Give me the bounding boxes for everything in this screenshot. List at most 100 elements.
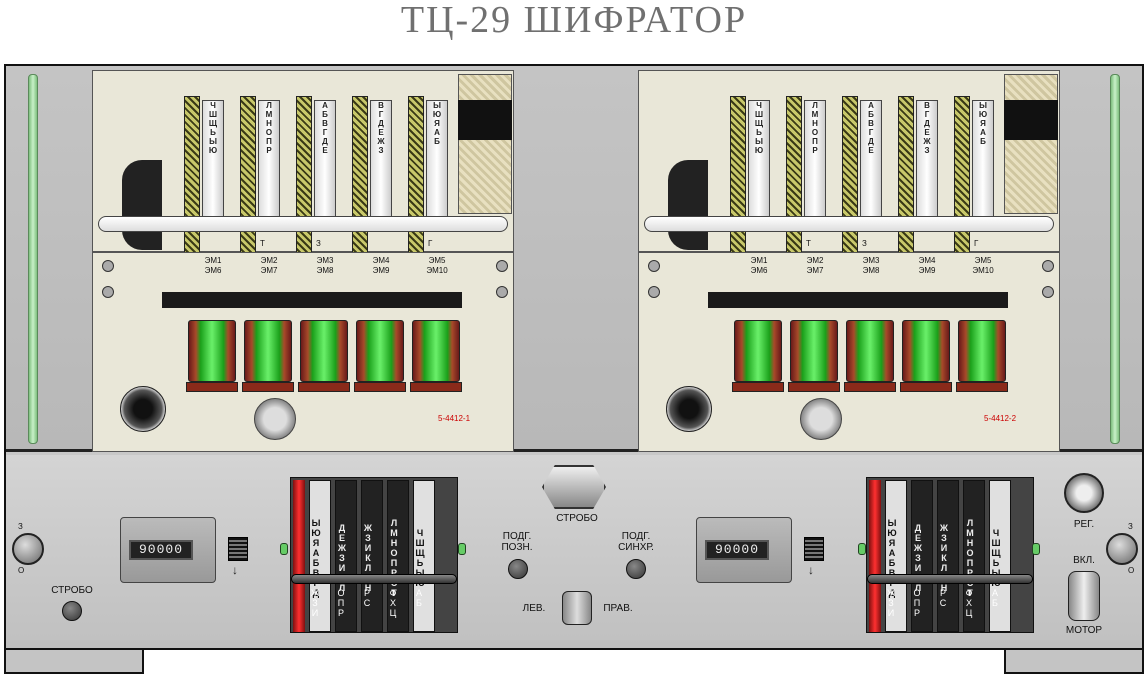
wheel-lower-text: РС: [938, 588, 948, 608]
strobe-adjust-knob-left[interactable]: [12, 533, 44, 565]
plate-number: 5-4412-1: [438, 414, 471, 423]
drum-2: ЛМНОПР: [804, 100, 826, 218]
wheel-lower-text: ЖЗИ: [886, 588, 896, 618]
encoder-unit-left: ЧШЩЬЫЮ ЛМНОПР АБВГДЕ ВГДЕЖЗ ЫЮЯАБ Т З Г …: [92, 70, 514, 452]
wheel-lower-text: ОПР: [912, 588, 922, 618]
red-wheel: [293, 480, 305, 632]
drum-3: АБВГДЕ: [314, 100, 336, 218]
code-wheel[interactable]: ЫЮЯАБВГД: [885, 480, 907, 632]
solenoid-coil-5: [958, 320, 1006, 382]
shutter-block: [458, 100, 512, 140]
wheel-lower-text: ЖЗИ: [310, 588, 320, 618]
code-wheel[interactable]: ЛМНОПРСТ: [963, 480, 985, 632]
ventilation-grille: [458, 74, 512, 214]
upper-mechanism-panel: ЧШЩЬЫЮ ЛМНОПР АБВГДЕ ВГДЕЖЗ ЫЮЯАБ Т З Г …: [6, 66, 1142, 452]
code-wheel[interactable]: ЖЗИКЛМН: [361, 480, 383, 632]
code-wheel[interactable]: ЧШЩЬЫЮ: [989, 480, 1011, 632]
drive-wheel: [122, 160, 162, 250]
reg-gear-knob[interactable]: [1064, 473, 1104, 513]
knob-mark-bottom: О: [1128, 566, 1135, 575]
lev-label: ЛЕВ.: [522, 603, 546, 614]
drum-5: ЫЮЯАБ: [972, 100, 994, 218]
code-wheels-left: ЫЮЯАБВГД ДЕЖЗИКЛ ЖЗИКЛМН ЛМНОПРСТ ЧШЩЬЫЮ…: [290, 477, 458, 633]
podg-sinhr-lamp[interactable]: [626, 559, 646, 579]
counter-right-reset-knob[interactable]: [804, 537, 824, 561]
wheelstack-left-knob-right[interactable]: [458, 543, 466, 555]
code-wheel[interactable]: ДЕЖЗИКЛ: [911, 480, 933, 632]
wheel-axle: [867, 574, 1033, 584]
wheelstack-right-knob[interactable]: [858, 543, 866, 555]
wheel-lower-text: АБ: [990, 588, 1000, 608]
motor-label: МОТОР: [1065, 625, 1103, 636]
motor-toggle[interactable]: [1068, 571, 1100, 621]
counter-right-display: 90000: [705, 540, 769, 560]
knob-mark-top: З: [1128, 522, 1133, 531]
ventilation-grille: [1004, 74, 1058, 214]
strobe-left-label: СТРОБО: [51, 585, 93, 596]
cam-disc: [120, 386, 166, 432]
drum-2: ЛМНОПР: [258, 100, 280, 218]
drive-wheel: [668, 160, 708, 250]
bottom-letter: Т: [260, 239, 265, 248]
arrow-down-icon: ↓: [808, 563, 814, 577]
page-title: ТЦ-29 ШИФРАТОР: [400, 0, 748, 41]
screw: [1042, 260, 1054, 272]
horizontal-bar: [644, 216, 1054, 232]
drum-4: ВГДЕЖЗ: [916, 100, 938, 218]
drum-1: ЧШЩЬЫЮ: [748, 100, 770, 218]
screw: [496, 260, 508, 272]
strobe-adjust-knob-right[interactable]: [1106, 533, 1138, 565]
bottom-letter: Г: [974, 239, 979, 248]
wheel-axle: [291, 574, 457, 584]
screw: [1042, 286, 1054, 298]
drum-1: ЧШЩЬЫЮ: [202, 100, 224, 218]
drum-4: ВГДЕЖЗ: [370, 100, 392, 218]
wheel-lower-text: ФХЦ: [964, 588, 974, 618]
wheelstack-right-knob-right[interactable]: [1032, 543, 1040, 555]
reg-label: РЕГ.: [1073, 519, 1095, 530]
wheel-lower-text: АБ: [414, 588, 424, 608]
strobe-meter-label: СТРОБО: [556, 513, 598, 524]
code-wheels-right: ЫЮЯАБВГД ДЕЖЗИКЛ ЖЗИКЛМН ЛМНОПРСТ ЧШЩЬЫЮ…: [866, 477, 1034, 633]
wheel-lower-text: ФХЦ: [388, 588, 398, 618]
code-wheel[interactable]: ЖЗИКЛМН: [937, 480, 959, 632]
bottom-letter: З: [316, 239, 321, 248]
device-frame: ЧШЩЬЫЮ ЛМНОПР АБВГДЕ ВГДЕЖЗ ЫЮЯАБ Т З Г …: [4, 64, 1144, 650]
red-wheel: [869, 480, 881, 632]
podg-pozn-lamp[interactable]: [508, 559, 528, 579]
solenoid-coil-2: [790, 320, 838, 382]
arrow-down-icon: ↓: [232, 563, 238, 577]
code-wheel[interactable]: ДЕЖЗИКЛ: [335, 480, 357, 632]
solenoid-coil-5: [412, 320, 460, 382]
solenoid-coil-4: [356, 320, 404, 382]
solenoid-coil-3: [846, 320, 894, 382]
wheel-lower-text: РС: [362, 588, 372, 608]
screw: [102, 286, 114, 298]
code-wheel[interactable]: ЫЮЯАБВГД: [309, 480, 331, 632]
armature-bar: [708, 292, 1008, 308]
code-wheel[interactable]: ЛМНОПРСТ: [387, 480, 409, 632]
foot-right: [1004, 650, 1144, 674]
armature-bar: [162, 292, 462, 308]
screw: [648, 286, 660, 298]
counter-left: 90000: [120, 517, 216, 583]
podg-pozn-label: ПОДГ. ПОЗН.: [501, 531, 533, 553]
bottom-letter: З: [862, 239, 867, 248]
solenoid-coil-3: [300, 320, 348, 382]
solenoid-coil-4: [902, 320, 950, 382]
cam-disc: [666, 386, 712, 432]
counter-left-reset-knob[interactable]: [228, 537, 248, 561]
plate-number: 5-4412-2: [984, 414, 1017, 423]
lev-prav-toggle[interactable]: [562, 591, 592, 625]
strobe-meter: [542, 465, 606, 509]
knob-mark-bottom: О: [18, 566, 25, 575]
counter-left-display: 90000: [129, 540, 193, 560]
wheel-lower-text: ОПР: [336, 588, 346, 618]
foot-left: [4, 650, 144, 674]
wheelstack-left-knob[interactable]: [280, 543, 288, 555]
code-wheel[interactable]: ЧШЩЬЫЮ: [413, 480, 435, 632]
screw: [648, 260, 660, 272]
strobe-left-lamp[interactable]: [62, 601, 82, 621]
bottom-letter: Г: [428, 239, 433, 248]
left-green-rail: [28, 74, 38, 444]
